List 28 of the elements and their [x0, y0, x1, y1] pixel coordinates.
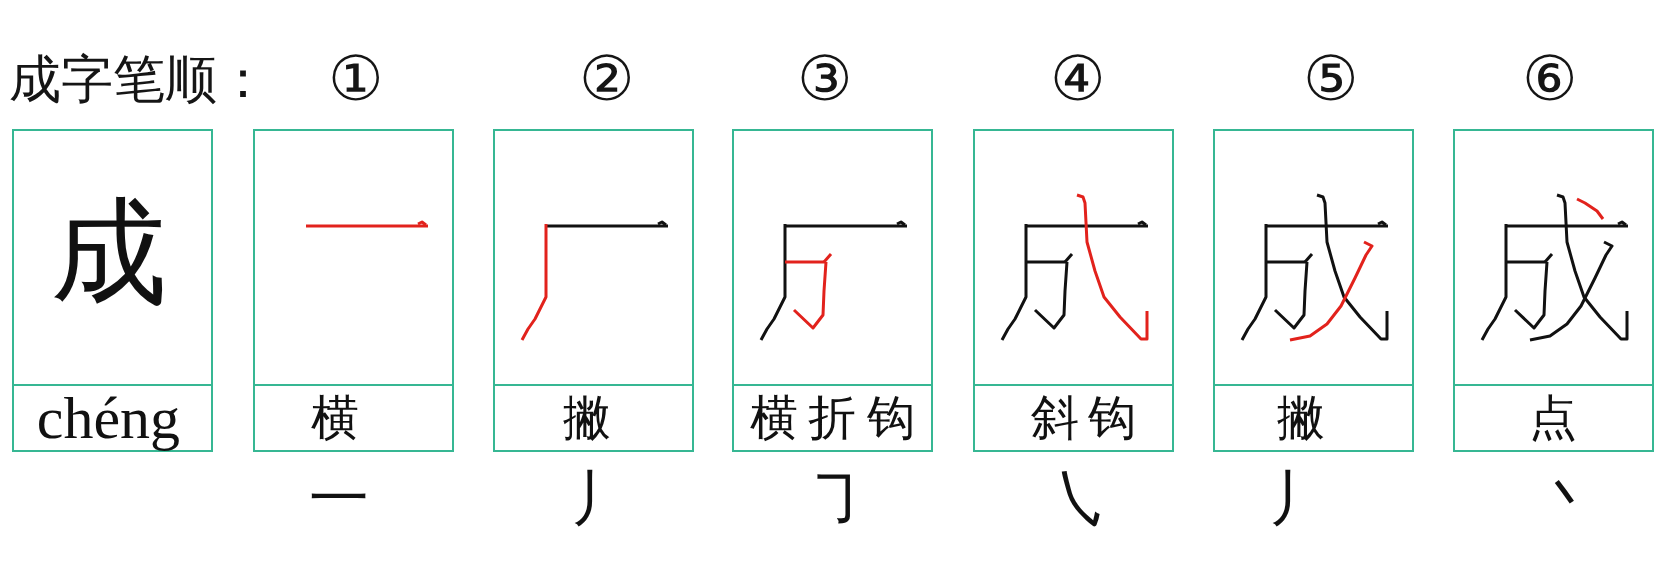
label-cell: 撇 [495, 384, 692, 450]
label-cell: chéng [14, 384, 211, 450]
step-number: ④ [1049, 48, 1107, 110]
label-cell: 斜钩 [975, 384, 1172, 450]
character-card [973, 129, 1174, 452]
stroke-glyph: ㇂ [1049, 468, 1111, 528]
stroke-glyph: ㇆ [805, 468, 867, 528]
label-cell: 横折钩 [734, 384, 931, 450]
character-card [732, 129, 933, 452]
label-cell: 撇 [1215, 384, 1412, 450]
stroke-glyph: 丶 [1537, 468, 1599, 528]
label-cell: 横 [255, 384, 452, 450]
step-number: ⑥ [1521, 48, 1579, 110]
stroke-glyph: 一 [308, 468, 370, 528]
stroke-glyph: 丿 [1267, 468, 1329, 528]
label-cell: 点 [1455, 384, 1652, 450]
step-number: ⑤ [1302, 48, 1360, 110]
character-card [493, 129, 694, 452]
main-character: 成 [49, 193, 168, 313]
character-card [253, 129, 454, 452]
character-card [1453, 129, 1654, 452]
step-number: ① [327, 48, 385, 110]
step-number: ③ [796, 48, 854, 110]
title-heading: 成字笔顺： [9, 53, 269, 105]
stroke-glyph: 丿 [569, 468, 631, 528]
character-card [1213, 129, 1414, 452]
character-card [12, 129, 213, 452]
step-number: ② [578, 48, 636, 110]
